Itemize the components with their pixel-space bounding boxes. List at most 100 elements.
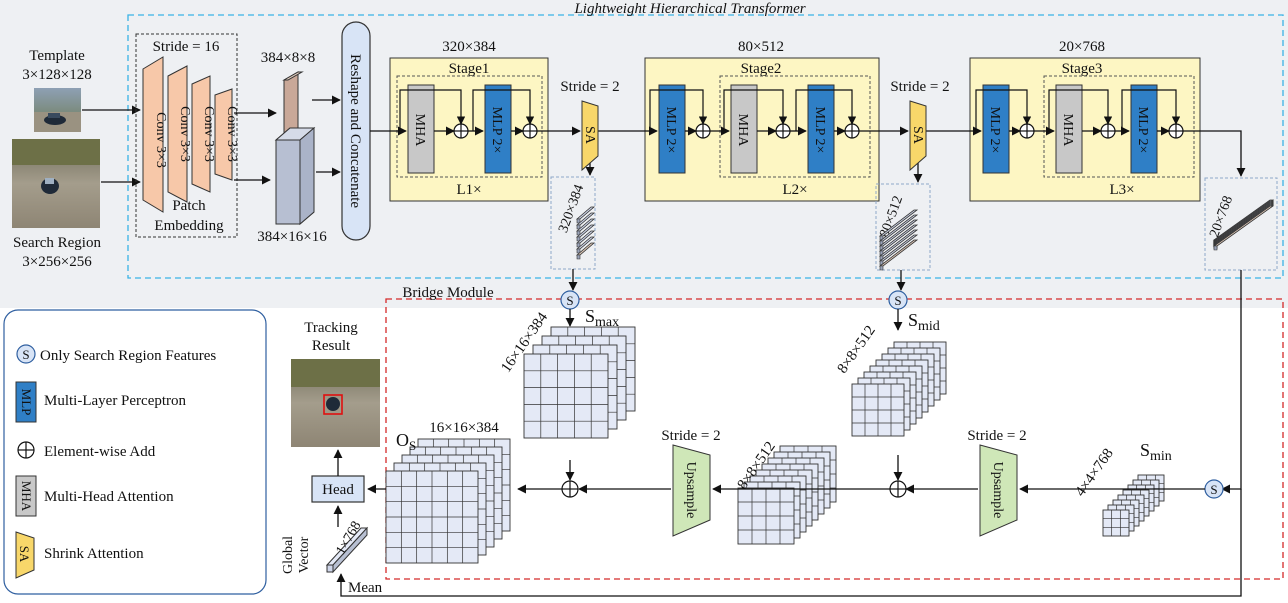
stage1-mlp [484, 84, 512, 174]
svg-text:Only Search Region Features: Only Search Region Features [40, 348, 216, 364]
template-feature-dims: 384×8×8 [261, 50, 315, 66]
sa2-stride: Stride = 2 [890, 79, 949, 95]
sa2-block: SA [909, 100, 927, 172]
svg-text:Upsample: Upsample [683, 462, 698, 519]
svg-text:MLP 2×: MLP 2× [663, 107, 678, 154]
conv-layer-3: Conv 3×3 [191, 75, 216, 193]
upsample1-block: Upsample [672, 444, 711, 537]
svg-text:Conv 3×3: Conv 3×3 [177, 106, 192, 162]
svg-text:Element-wise Add: Element-wise Add [44, 444, 156, 460]
mha-icon [15, 475, 37, 517]
add-s1b [522, 123, 538, 139]
mean-path [336, 489, 1242, 597]
svg-text:MHA: MHA [19, 481, 34, 512]
os-dims: 16×16×384 [429, 420, 499, 436]
token-bar-side [576, 254, 581, 260]
stage3-repeat: L3× [1109, 182, 1134, 198]
svg-text:SA: SA [910, 126, 925, 145]
os-label: OS [396, 430, 416, 453]
residual-s2c [795, 89, 857, 131]
residual-s3c [1121, 89, 1181, 131]
head-block: Head [311, 475, 365, 503]
token-stack-1 [575, 206, 596, 260]
stage2-mlp-first [658, 84, 686, 174]
tracking-result-image [291, 359, 380, 447]
svg-text:Conv 3×3: Conv 3×3 [153, 112, 168, 168]
stage3-mlp-first [982, 84, 1010, 174]
s-badge-mid: S [888, 290, 908, 310]
smid-cube [851, 341, 947, 437]
token-bar-side [1213, 245, 1218, 251]
svg-text:SA: SA [582, 126, 597, 145]
svg-text:MLP: MLP [19, 389, 34, 416]
add-s2b [775, 123, 791, 139]
stage2-dims: 80×512 [738, 39, 784, 55]
stage2-mlp-second [807, 84, 835, 174]
stage2-inner-frame [719, 75, 871, 178]
search-region-image [12, 139, 100, 228]
legend-item-sa: SA Shrink Attention [15, 531, 144, 579]
s-icon [16, 344, 36, 364]
feature-cubes [385, 326, 1165, 564]
conv-layer-2: Conv 3×3 [167, 65, 192, 203]
upsample1-stride: Stride = 2 [661, 428, 720, 444]
patch-label-line1: Patch [172, 198, 206, 214]
sa1-block: SA [581, 100, 599, 172]
stage3-inner-frame [1043, 75, 1195, 178]
global-label-1: Global [281, 536, 296, 574]
stage2-mha [730, 84, 758, 174]
legend-box [3, 309, 267, 595]
template-image [34, 88, 81, 132]
svg-text:MLP 2×: MLP 2× [489, 107, 504, 154]
smin-label: Smin [1140, 440, 1172, 464]
svg-text:Head: Head [322, 482, 354, 498]
add-s2c [844, 123, 860, 139]
token-stack-3 [1212, 199, 1275, 251]
stage1-title: Stage1 [449, 61, 490, 77]
svg-text:MLP 2×: MLP 2× [812, 107, 827, 154]
bridge-frame [385, 298, 1284, 580]
svg-text:S: S [894, 293, 901, 308]
residual-s1b [472, 89, 535, 131]
svg-text:S: S [1210, 482, 1217, 497]
svg-text:S: S [22, 347, 29, 362]
add-node-mid [889, 480, 907, 498]
template-label: Template [29, 48, 85, 64]
svg-text:MLP 2×: MLP 2× [987, 107, 1002, 154]
add-s3b [1100, 123, 1116, 139]
add-s2a [695, 123, 711, 139]
residual-s3a [975, 89, 1032, 131]
tracking-label-2: Result [312, 338, 351, 354]
svg-text:MHA: MHA [412, 114, 427, 148]
patch-label-line2: Embedding [154, 218, 224, 234]
add-s1a [453, 123, 469, 139]
svg-text:Multi-Head Attention: Multi-Head Attention [44, 489, 174, 505]
s-badge-min: S [1204, 479, 1224, 499]
stage3-dims: 20×768 [1059, 39, 1105, 55]
smax-cube [523, 326, 636, 439]
stage1-inner-frame [396, 75, 543, 178]
svg-text:Reshape and Concatenate: Reshape and Concatenate [347, 54, 363, 208]
add-icon [17, 441, 35, 459]
smid-label: Smid [908, 310, 940, 334]
stage3-mha [1055, 84, 1083, 174]
cube-face [523, 353, 609, 439]
stage2-repeat: L2× [782, 182, 807, 198]
mean-label: Mean [348, 580, 383, 596]
stage2-title: Stage2 [741, 61, 782, 77]
stage1-repeat: L1× [456, 182, 481, 198]
conv-layer-1: Conv 3×3 [142, 56, 168, 213]
transformer-frame [127, 14, 1284, 279]
bridge-title: Bridge Module [402, 285, 494, 301]
residual-s2b [723, 89, 788, 131]
svg-text:S: S [566, 293, 573, 308]
legend-item-s: S Only Search Region Features [16, 344, 216, 364]
sa1-stride: Stride = 2 [560, 79, 619, 95]
search-feature-map [274, 126, 316, 226]
legend-item-mlp: MLP Multi-Layer Perceptron [15, 381, 187, 423]
svg-text:Conv 3×3: Conv 3×3 [224, 106, 239, 162]
main-flow [370, 89, 1246, 183]
mlp-icon [15, 381, 37, 423]
add-node-max [561, 480, 579, 498]
template-size: 3×128×128 [22, 67, 91, 83]
